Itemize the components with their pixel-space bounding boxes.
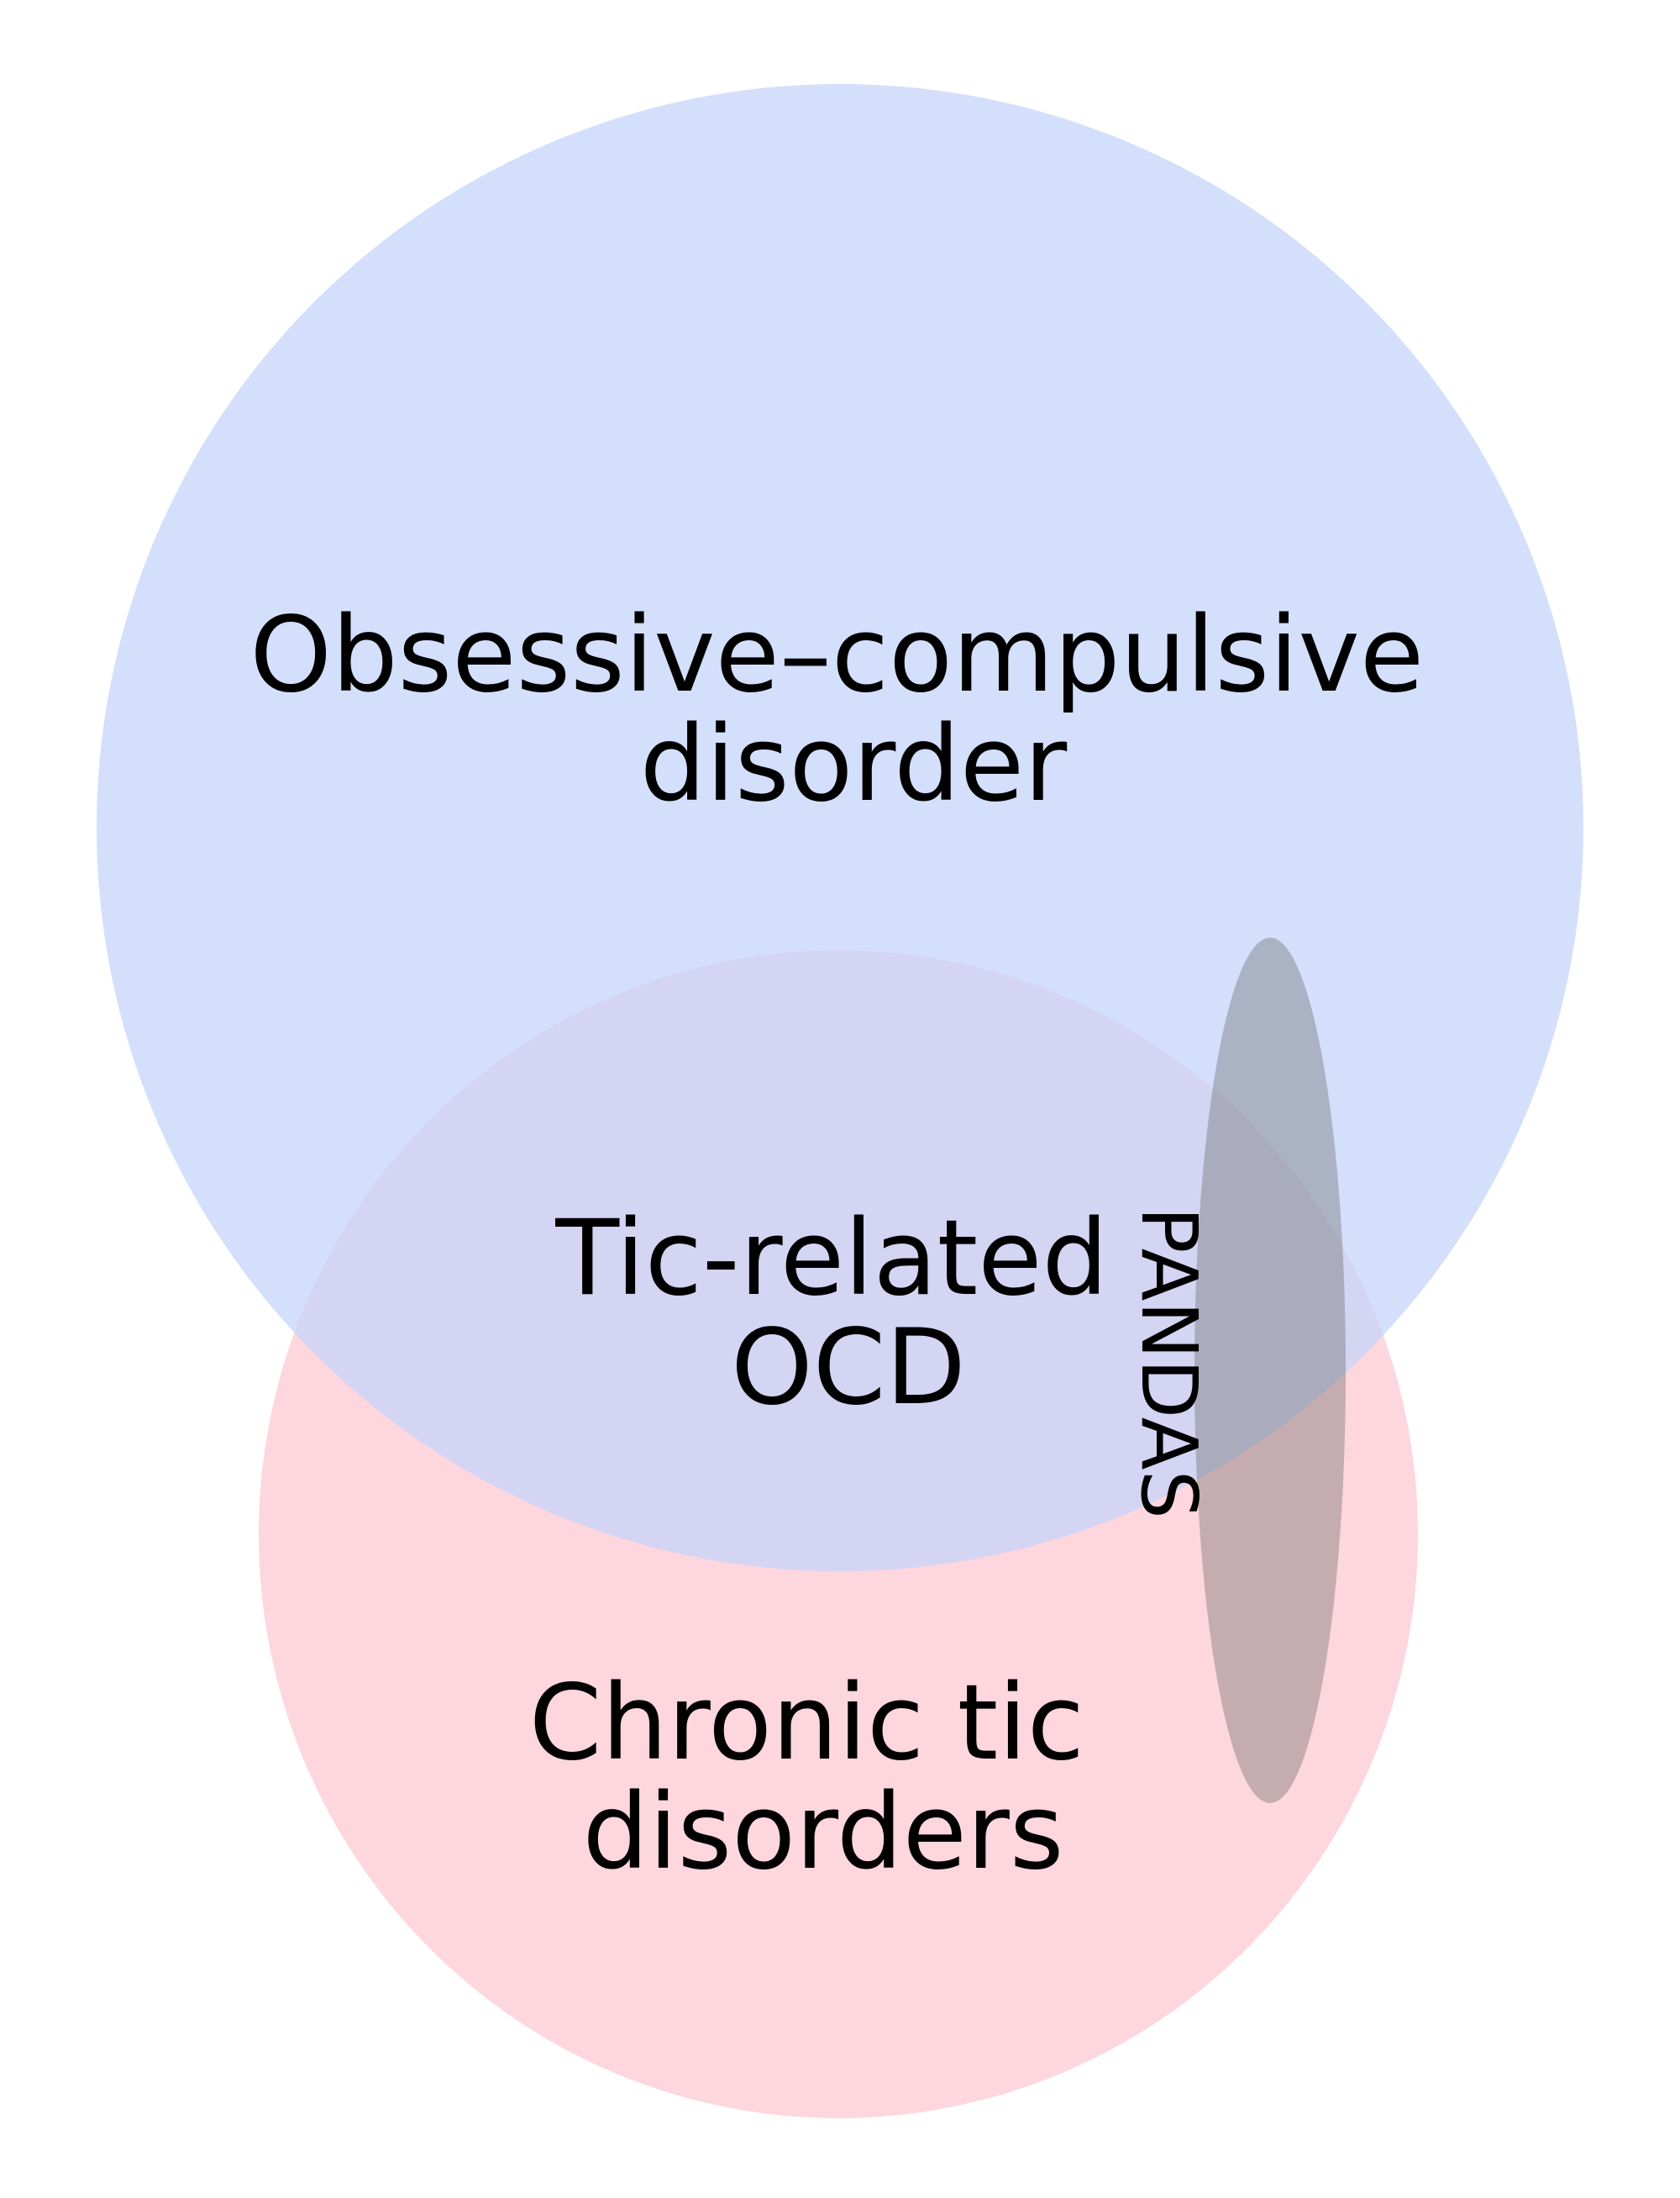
ocd-label: Obsessive–compulsive disorder	[249, 595, 1457, 825]
ocd-label-line-2: disorder	[640, 704, 1067, 825]
tic-label-line-1: Chronic tic	[529, 1663, 1084, 1784]
pandas-label: PANDAS	[1124, 1207, 1214, 1519]
tic-related-ocd-label: Tic-related OCD	[554, 1198, 1141, 1428]
overlap-label-line-2: OCD	[731, 1307, 966, 1428]
overlap-label-line-1: Tic-related	[554, 1198, 1108, 1319]
ocd-circle	[97, 84, 1583, 1571]
ocd-label-line-1: Obsessive–compulsive	[249, 595, 1424, 716]
tic-label-line-2: disorders	[582, 1772, 1063, 1893]
tic-disorders-label: Chronic tic disorders	[529, 1663, 1118, 1893]
pandas-ellipse	[1194, 938, 1346, 1803]
